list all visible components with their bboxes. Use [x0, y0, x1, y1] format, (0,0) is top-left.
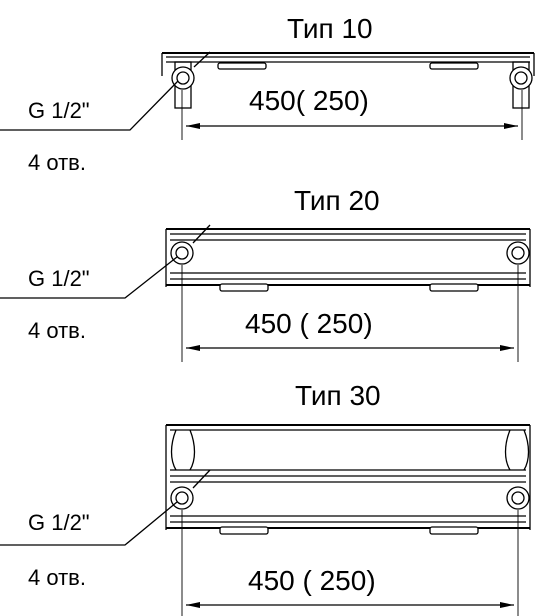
type-10-thread-label: G 1/2" — [28, 98, 90, 123]
type-20-thread-label: G 1/2" — [28, 266, 90, 291]
type-20-right-connection — [506, 241, 530, 265]
type-20-dimension-line — [181, 265, 519, 362]
type-20-title: Тип 20 — [294, 185, 380, 216]
type-20-left-connection — [170, 241, 194, 265]
type-20-drawing: Тип 20 450 ( — [0, 185, 531, 362]
type-10-drawing: Тип 10 450( — [0, 13, 535, 175]
type-30-title: Тип 30 — [295, 380, 381, 411]
type-10-right-connection — [509, 66, 533, 90]
type-30-holes-label: 4 отв. — [28, 565, 86, 590]
type-30-left-connection — [170, 486, 194, 510]
type-30-right-connection — [506, 486, 530, 510]
type-30-dimension: 450 ( 250) — [248, 565, 376, 596]
type-10-left-connection — [171, 66, 195, 90]
type-30-drawing: Тип 30 — [0, 380, 531, 616]
type-10-holes-label: 4 отв. — [28, 150, 86, 175]
type-10-dimension-line — [181, 90, 523, 140]
type-20-radiator-body — [165, 228, 531, 292]
type-10-thread-leader — [0, 51, 211, 131]
type-30-dimension-line — [181, 510, 519, 616]
type-30-thread-leader — [0, 469, 211, 546]
type-30-radiator-body — [165, 424, 531, 535]
type-20-holes-label: 4 отв. — [28, 318, 86, 343]
type-20-dimension: 450 ( 250) — [245, 308, 373, 339]
type-30-thread-label: G 1/2" — [28, 510, 90, 535]
type-20-thread-leader — [0, 224, 211, 299]
type-10-title: Тип 10 — [287, 13, 373, 44]
type-10-dimension: 450( 250) — [249, 85, 369, 116]
